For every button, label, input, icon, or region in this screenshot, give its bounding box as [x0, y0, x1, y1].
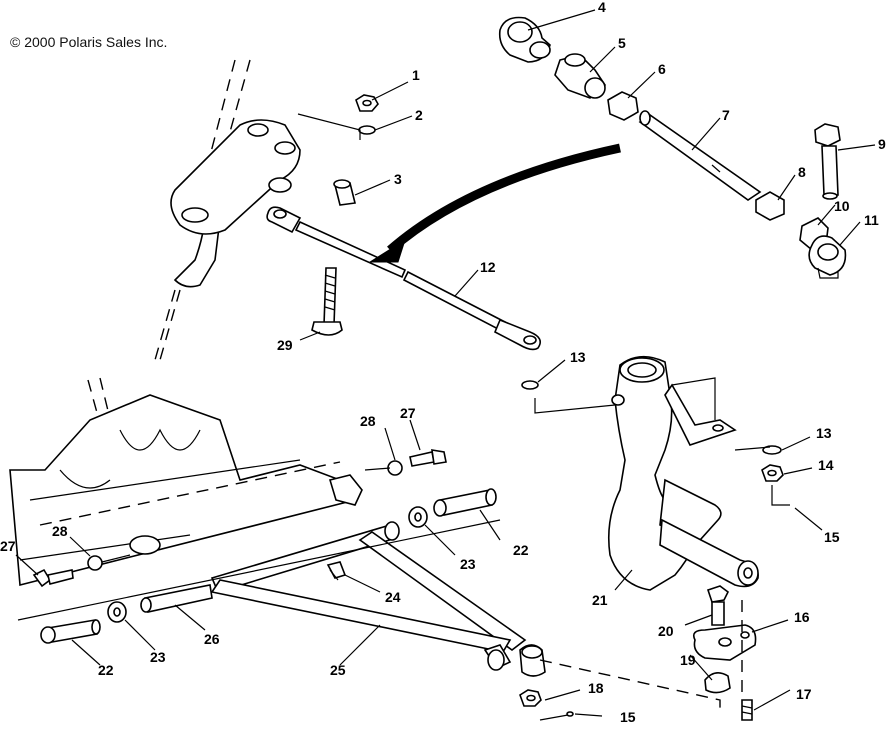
callout-5: 5: [618, 35, 626, 51]
cotter-pin-part-15a: [771, 485, 790, 506]
callout-13b: 13: [816, 425, 832, 441]
callout-3: 3: [394, 171, 402, 187]
tie-rod-part-12: [266, 206, 541, 351]
callout-24: 24: [385, 589, 401, 605]
a-arm-part-25: [210, 521, 546, 677]
leader-guide-13a: [534, 398, 616, 414]
leader-guide-15b: [539, 659, 721, 712]
jam-nut-part-6: [607, 91, 639, 121]
bolt-part-9: [814, 123, 841, 200]
callout-20: 20: [658, 623, 674, 639]
callout-12: 12: [480, 259, 496, 275]
bolt-part-20: [706, 585, 730, 626]
bushing-part-22b: [433, 488, 497, 517]
callout-15b: 15: [620, 709, 636, 725]
plate-part-16: [692, 624, 757, 661]
callout-28a: 28: [52, 523, 68, 539]
nut-part-14: [761, 464, 784, 482]
cotter-pin-part-15b: [539, 714, 569, 721]
callout-1: 1: [412, 67, 420, 83]
callout-23a: 23: [150, 649, 166, 665]
callout-9: 9: [878, 136, 886, 152]
bolt-part-27a: [32, 568, 74, 588]
callout-10: 10: [834, 198, 850, 214]
callout-21: 21: [592, 592, 608, 608]
bolt-part-17: [741, 699, 753, 721]
washer-hole-23a: [113, 607, 121, 617]
callout-2: 2: [415, 107, 423, 123]
callout-13a: 13: [570, 349, 586, 365]
ball-joint-part-5: [554, 53, 607, 99]
callout-16: 16: [794, 609, 810, 625]
washer-hole-23b: [414, 512, 422, 522]
washer-part-2: [358, 125, 376, 135]
callout-18: 18: [588, 680, 604, 696]
leader-spindle-top: [671, 377, 716, 420]
lock-nut-part-1: [355, 94, 379, 112]
leader-guide-13b: [734, 446, 771, 451]
assembly-arrow: [387, 143, 621, 254]
callout-15a: 15: [824, 529, 840, 545]
jam-nut-part-8: [755, 191, 785, 221]
callout-6: 6: [658, 61, 666, 77]
callout-29: 29: [277, 337, 293, 353]
frame-section: [9, 377, 363, 587]
bushing-part-22a: [40, 619, 101, 644]
callout-25: 25: [330, 662, 346, 678]
stop-part-19: [704, 672, 731, 694]
callout-4: 4: [598, 0, 606, 15]
washer-part-13a: [521, 380, 539, 390]
cotter-pin-loop-15b: [566, 711, 574, 717]
washer-part-28a: [87, 555, 103, 571]
leader-guide-28a: [101, 554, 131, 563]
callout-14: 14: [818, 457, 834, 473]
callout-7: 7: [722, 107, 730, 123]
leader-guide-28b: [364, 467, 391, 471]
callout-19: 19: [680, 652, 696, 668]
rod-end-part-4: [498, 16, 551, 63]
nut-part-18: [519, 689, 542, 707]
callout-27a: 27: [0, 538, 16, 554]
callout-27b: 27: [400, 405, 416, 421]
grease-fitting-part-24: [326, 561, 347, 581]
washer-part-28b: [387, 460, 403, 476]
callout-17: 17: [796, 686, 812, 702]
rod-end-part-11: [808, 235, 847, 279]
bolt-part-29: [311, 267, 343, 336]
callout-26: 26: [204, 631, 220, 647]
callout-22b: 22: [513, 542, 529, 558]
leader-lines: [15, 9, 876, 717]
bolt-part-27b: [409, 449, 447, 467]
callout-28b: 28: [360, 413, 376, 429]
arrow-head-icon: [368, 238, 406, 263]
adjuster-sleeve-part-7: [638, 110, 762, 201]
arm-guide-line: [17, 519, 501, 621]
steering-post: [154, 59, 301, 361]
copyright-notice: © 2000 Polaris Sales Inc.: [10, 34, 168, 50]
washer-part-13b: [762, 445, 782, 455]
spindle-part-21: [607, 355, 759, 591]
callout-23b: 23: [460, 556, 476, 572]
cross-tube-part-26: [140, 584, 213, 613]
callout-22a: 22: [98, 662, 114, 678]
spacer-part-3: [333, 179, 356, 206]
leader-guide-2: [297, 113, 361, 140]
callout-11: 11: [864, 212, 879, 228]
callout-8: 8: [798, 164, 806, 180]
